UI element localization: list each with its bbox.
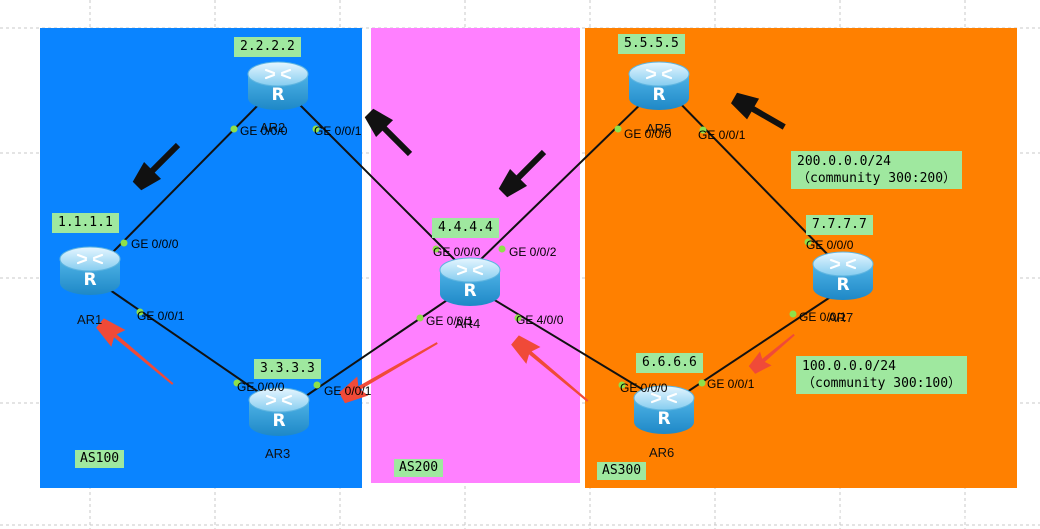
- route-prefix: 200.0.0.0/24: [797, 154, 891, 169]
- router-name-ar2: AR2: [260, 120, 286, 135]
- link-ar4-ar5: [474, 94, 651, 266]
- as100-label: AS100: [75, 450, 125, 468]
- port-label: GE 4/0/0: [516, 313, 564, 327]
- port-label: GE 0/0/0: [433, 245, 481, 259]
- black-arrow-icon: [364, 108, 413, 157]
- black-arrow-icon: [498, 149, 547, 198]
- port-dot: [230, 125, 238, 133]
- port-dot: [233, 379, 241, 387]
- port-label: GE 0/0/1: [698, 128, 746, 142]
- router-icon[interactable]: [246, 60, 310, 112]
- loopback-label-ar1: 1.1.1.1: [52, 213, 119, 233]
- port-dot: [698, 379, 706, 387]
- port-dot: [136, 308, 144, 316]
- port-dot: [312, 125, 320, 133]
- router-icon[interactable]: [58, 245, 122, 297]
- port-label: GE 0/0/2: [509, 245, 557, 259]
- router-name-ar7: AR7: [828, 310, 854, 325]
- port-label: GE 0/0/1: [314, 124, 362, 138]
- loopback-label-ar2: 2.2.2.2: [234, 37, 301, 57]
- port-dot: [498, 245, 506, 253]
- port-dot: [514, 314, 522, 322]
- router-name-ar1: AR1: [77, 312, 103, 327]
- port-dot: [804, 238, 812, 246]
- port-label: GE 0/0/0: [624, 127, 672, 141]
- port-dot: [432, 245, 440, 253]
- router-icon[interactable]: [438, 256, 502, 308]
- as200-area: [371, 28, 580, 483]
- loopback-label-ar6: 6.6.6.6: [636, 353, 703, 373]
- port-dot: [789, 310, 797, 318]
- black-arrow-icon: [731, 92, 786, 130]
- route-community: （community 300:100）: [802, 376, 962, 391]
- red-arrow-icon: [748, 333, 795, 374]
- port-label: GE 0/0/1: [137, 309, 185, 323]
- router-icon[interactable]: [811, 250, 875, 302]
- router-icon[interactable]: [627, 60, 691, 112]
- port-dot: [313, 381, 321, 389]
- red-arrow-icon: [511, 335, 589, 402]
- watermark: https://blog.csdn.net/qq_43710889: [830, 504, 1031, 519]
- port-label: GE 0/0/0: [131, 237, 179, 251]
- red-arrows: [96, 318, 795, 404]
- loopback-label-ar3: 3.3.3.3: [254, 359, 321, 379]
- loopback-label-ar7: 7.7.7.7: [806, 215, 873, 235]
- port-dots: [120, 125, 812, 389]
- router-name-ar5: AR5: [646, 121, 672, 136]
- route-prefix: 100.0.0.0/24: [802, 359, 896, 374]
- route-label-200: 200.0.0.0/24 （community 300:200）: [791, 151, 963, 189]
- router-name-ar3: AR3: [265, 446, 291, 461]
- as200-label: AS200: [394, 459, 444, 477]
- port-label: GE 0/0/0: [806, 238, 854, 252]
- port-label: GE 0/0/0: [620, 381, 668, 395]
- port-label: GE 0/0/1: [799, 310, 847, 324]
- route-community: （community 300:200）: [797, 171, 957, 186]
- link-ar1-ar3: [109, 289, 271, 401]
- port-dot: [416, 314, 424, 322]
- port-dot: [699, 126, 707, 134]
- route-label-100: 100.0.0.0/24 （community 300:100）: [796, 356, 968, 394]
- port-label: GE 0/0/1: [426, 314, 474, 328]
- port-dot: [120, 239, 128, 247]
- link-ar2-ar4: [289, 94, 461, 266]
- black-arrows: [132, 92, 786, 198]
- red-arrow-icon: [96, 318, 174, 385]
- red-arrow-icon: [339, 342, 438, 404]
- as300-label: AS300: [597, 462, 647, 480]
- router-name-ar4: AR4: [455, 316, 481, 331]
- router-name-ar6: AR6: [649, 445, 675, 460]
- port-label: GE 0/0/0: [240, 124, 288, 138]
- loopback-label-ar4: 4.4.4.4: [432, 218, 499, 238]
- port-label: GE 0/0/1: [707, 377, 755, 391]
- port-dot: [614, 125, 622, 133]
- black-arrow-icon: [132, 142, 181, 191]
- port-label: GE 0/0/0: [237, 380, 285, 394]
- port-dot: [618, 381, 626, 389]
- link-ar1-ar2: [109, 94, 269, 256]
- link-ar3-ar4: [299, 289, 463, 401]
- loopback-label-ar5: 5.5.5.5: [618, 34, 685, 54]
- port-label: GE 0/0/1: [324, 384, 372, 398]
- link-ar4-ar6: [477, 289, 661, 401]
